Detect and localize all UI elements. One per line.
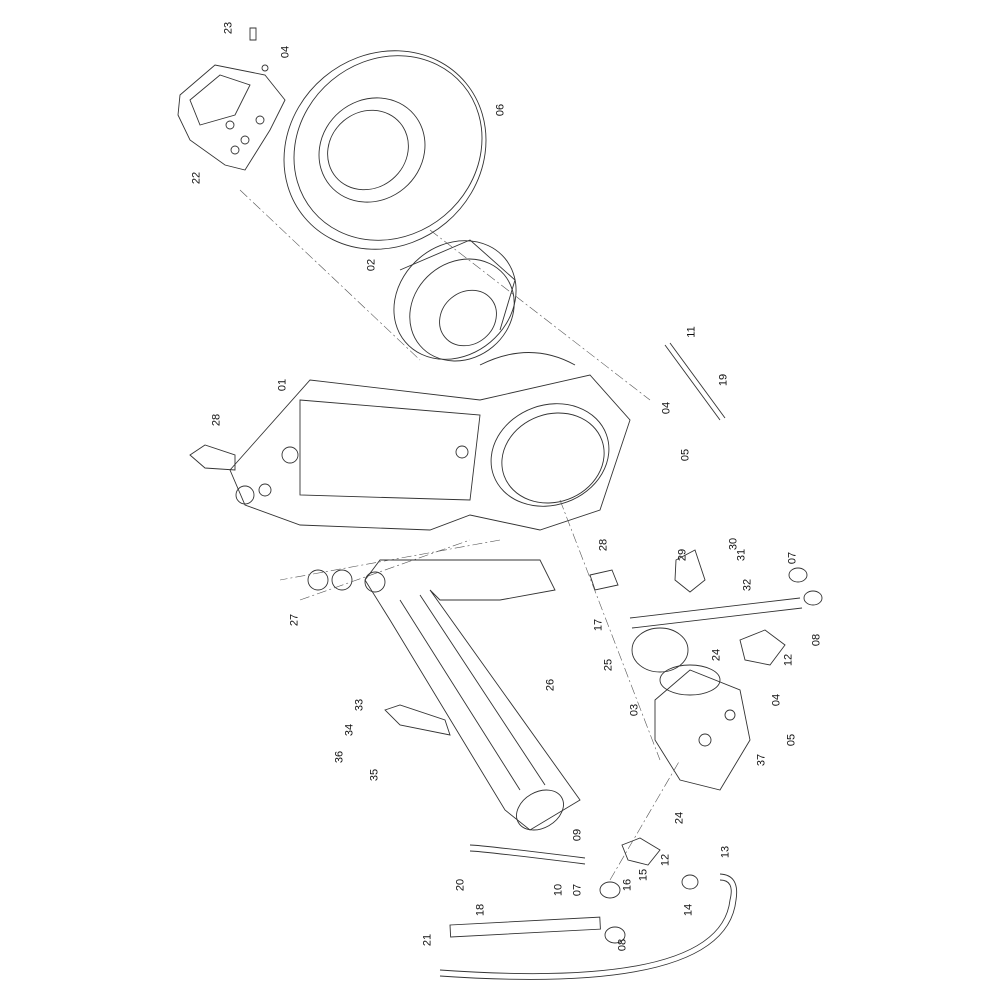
callout-label: 32 bbox=[741, 578, 754, 592]
flange bbox=[621, 837, 661, 866]
callout-label: 04 bbox=[279, 45, 292, 59]
callout-label: 23 bbox=[222, 21, 235, 35]
callout-label: 36 bbox=[333, 750, 346, 764]
callout-label: 29 bbox=[676, 548, 689, 562]
callout-label: 26 bbox=[544, 678, 557, 692]
callout-label: 37 bbox=[755, 753, 768, 767]
callout-label: 01 bbox=[276, 378, 289, 392]
fitting bbox=[589, 569, 619, 591]
callout-label: 27 bbox=[288, 613, 301, 627]
hose bbox=[439, 879, 732, 975]
main-frame bbox=[229, 352, 631, 531]
callout-label: 09 bbox=[571, 828, 584, 842]
flange bbox=[739, 629, 786, 666]
callout-label: 06 bbox=[494, 103, 507, 117]
callout-label: 25 bbox=[602, 658, 615, 672]
callout-label: 08 bbox=[810, 633, 823, 647]
callout-label: 21 bbox=[421, 933, 434, 947]
hose bbox=[629, 567, 823, 629]
callout-label: 35 bbox=[368, 768, 381, 782]
callout-label: 28 bbox=[597, 538, 610, 552]
callout-label: 20 bbox=[454, 878, 467, 892]
callout-label: 15 bbox=[637, 868, 650, 882]
callout-label: 14 bbox=[682, 903, 695, 917]
callout-label: 24 bbox=[673, 811, 686, 825]
assembly-lines bbox=[239, 189, 681, 881]
callout-label: 28 bbox=[210, 413, 223, 427]
callout-label: 05 bbox=[679, 448, 692, 462]
callout-label: 07 bbox=[786, 551, 799, 565]
callout-label: 17 bbox=[592, 618, 605, 632]
hose bbox=[664, 344, 721, 421]
wheel-hub bbox=[393, 239, 517, 362]
callout-label: 02 bbox=[365, 258, 378, 272]
callout-label: 07 bbox=[571, 883, 584, 897]
brake-caliper bbox=[177, 27, 286, 171]
callout-label: 04 bbox=[660, 401, 673, 415]
callout-label: 13 bbox=[719, 845, 732, 859]
swing-arm bbox=[307, 559, 581, 831]
callout-label: 19 bbox=[717, 373, 730, 387]
callout-label: 33 bbox=[353, 698, 366, 712]
callout-label: 31 bbox=[735, 548, 748, 562]
callout-label: 03 bbox=[628, 703, 641, 717]
hydraulic-motor bbox=[654, 664, 751, 791]
callout-label: 18 bbox=[474, 903, 487, 917]
clamp bbox=[674, 549, 706, 593]
callout-label: 11 bbox=[685, 326, 698, 338]
hose bbox=[469, 844, 586, 859]
bracket bbox=[384, 704, 451, 736]
callout-label: 24 bbox=[710, 648, 723, 662]
callout-label: 10 bbox=[552, 883, 565, 897]
callout-label: 12 bbox=[659, 853, 672, 867]
o-ring bbox=[631, 627, 689, 673]
callout-label: 22 bbox=[190, 171, 203, 185]
brake-disc bbox=[283, 50, 487, 250]
callout-label: 16 bbox=[621, 878, 634, 892]
callout-label: 05 bbox=[785, 733, 798, 747]
callout-label: 12 bbox=[782, 653, 795, 667]
callout-label: 04 bbox=[770, 693, 783, 707]
callout-label: 34 bbox=[343, 723, 356, 737]
pin bbox=[189, 444, 236, 471]
callout-label: 08 bbox=[616, 938, 629, 952]
hose bbox=[449, 916, 601, 938]
